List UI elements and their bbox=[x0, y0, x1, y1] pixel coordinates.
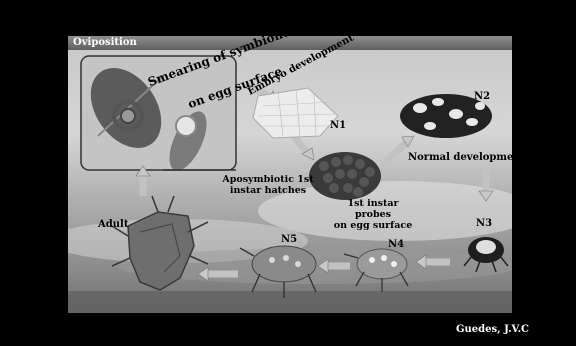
label-n1: N1 bbox=[330, 120, 346, 131]
slide: Oviposition bbox=[68, 36, 512, 313]
label-probes-line1: 1st instar probes bbox=[347, 198, 398, 220]
label-probes: 1st instar probes on egg surface bbox=[328, 198, 418, 231]
label-aposymbiotic-line1: Aposymbiotic 1st bbox=[222, 174, 313, 185]
label-n5: N5 bbox=[281, 234, 297, 245]
label-normal-development: Normal development bbox=[408, 152, 512, 163]
label-adult: Adult bbox=[98, 219, 128, 230]
label-probes-line2: on egg surface bbox=[334, 220, 413, 231]
label-n3: N3 bbox=[476, 218, 492, 229]
label-aposymbiotic-line2: instar hatches bbox=[230, 185, 306, 196]
label-n4: N4 bbox=[388, 239, 404, 250]
credit-text: Guedes, J.V.C bbox=[456, 324, 529, 335]
label-aposymbiotic: Aposymbiotic 1st instar hatches bbox=[218, 174, 318, 196]
label-n2: N2 bbox=[474, 91, 490, 102]
